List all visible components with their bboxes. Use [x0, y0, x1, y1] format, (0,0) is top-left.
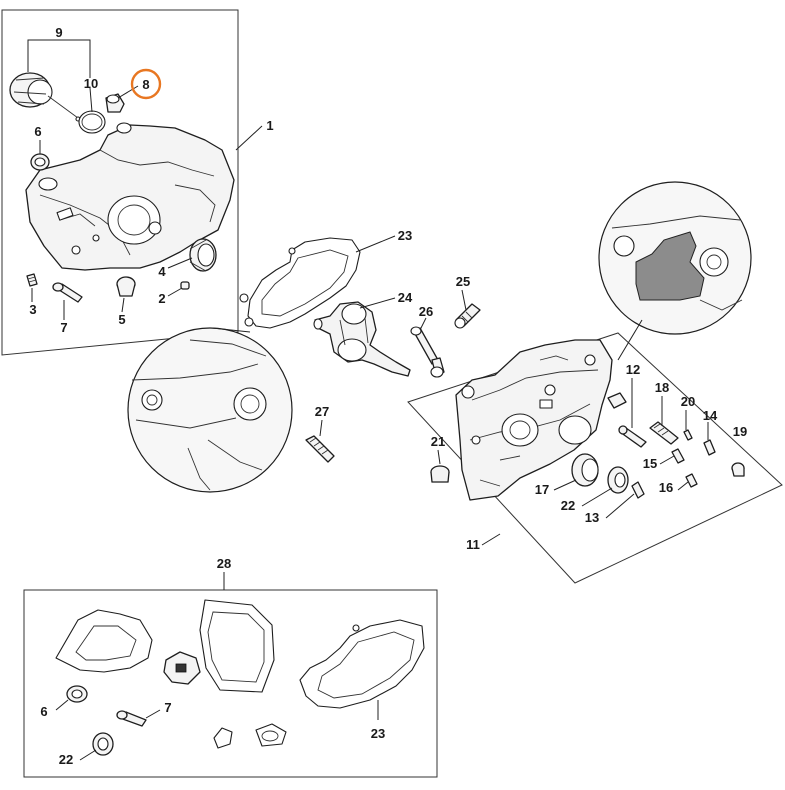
bolt-18 [649, 421, 679, 445]
callout-26[interactable]: 26 [419, 304, 433, 319]
callout-24[interactable]: 24 [398, 290, 413, 305]
callout-28[interactable]: 28 [217, 556, 231, 571]
callout-7-set[interactable]: 7 [164, 700, 171, 715]
bearing-4 [189, 238, 217, 272]
sleeve-5 [116, 276, 136, 297]
fuel-line-26 [410, 326, 445, 378]
callout-13[interactable]: 13 [585, 510, 599, 525]
callout-27[interactable]: 27 [315, 404, 329, 419]
bracket-part [607, 392, 627, 409]
pin-16 [685, 473, 698, 488]
callout-11[interactable]: 11 [466, 537, 480, 552]
callout-19[interactable]: 19 [733, 424, 747, 439]
callout-12[interactable]: 12 [626, 362, 640, 377]
screw-7a [52, 282, 83, 303]
callout-5[interactable]: 5 [118, 312, 125, 327]
plug-8 [105, 93, 125, 113]
gasket-set-crankcase [299, 619, 425, 709]
callout-8[interactable]: 8 [142, 77, 149, 92]
o-ring-10 [78, 110, 106, 134]
screw-13 [631, 481, 645, 499]
detail-zoom-left [127, 327, 293, 493]
oil-pump-assembly [9, 72, 81, 122]
gasket-set-cylinder [199, 599, 275, 693]
stud-27 [305, 435, 335, 463]
callout-22[interactable]: 22 [561, 498, 575, 513]
callout-21[interactable]: 21 [431, 434, 445, 449]
callout-25[interactable]: 25 [456, 274, 470, 289]
callout-9[interactable]: 9 [55, 25, 62, 40]
gasket-set-small-1 [213, 727, 233, 749]
callout-3[interactable]: 3 [29, 302, 36, 317]
callout-18[interactable]: 18 [655, 380, 669, 395]
callout-16[interactable]: 16 [659, 480, 673, 495]
callout-6-set[interactable]: 6 [40, 704, 47, 719]
crankcase-left-half [25, 122, 235, 271]
leader-lines [27, 39, 709, 761]
stud-14 [703, 439, 716, 456]
callout-15[interactable]: 15 [643, 456, 657, 471]
callout-2[interactable]: 2 [158, 291, 165, 306]
bearing-17 [571, 453, 599, 487]
seal-22a [607, 466, 629, 494]
gasket-23 [239, 237, 361, 329]
callout-17[interactable]: 17 [535, 482, 549, 497]
highlight-ring [130, 68, 162, 100]
stud-3 [26, 273, 38, 287]
gasket-set-intake [163, 651, 201, 685]
callout-4[interactable]: 4 [158, 264, 166, 279]
gasket-set-cylinder-base [55, 609, 153, 673]
screw-12 [618, 425, 647, 448]
callout-10[interactable]: 10 [84, 76, 98, 91]
callout-labels: 9 10 8 6 1 4 2 3 7 5 23 24 25 26 27 12 1… [29, 25, 747, 767]
callout-22-set[interactable]: 22 [59, 752, 73, 767]
gasket-set-frame [23, 589, 438, 778]
crankcase-right-half [455, 339, 613, 501]
gasket-set-seal-6 [66, 685, 88, 703]
crankshaft-24 [313, 301, 411, 377]
callout-20[interactable]: 20 [681, 394, 695, 409]
pin-15 [671, 448, 685, 464]
callout-7[interactable]: 7 [60, 320, 67, 335]
callout-23[interactable]: 23 [398, 228, 412, 243]
valve-25 [454, 303, 481, 329]
gasket-set-screw-7 [116, 710, 147, 727]
gasket-set-seal-22 [92, 732, 114, 756]
callout-6[interactable]: 6 [34, 124, 41, 139]
pin-20 [683, 429, 693, 441]
gasket-set-small-2 [255, 723, 287, 747]
callout-14[interactable]: 14 [703, 408, 718, 423]
crankcase-left-frame [1, 9, 239, 356]
pin-2 [180, 281, 190, 290]
callout-23-set[interactable]: 23 [371, 726, 385, 741]
detail-zoom-right [598, 181, 752, 335]
cap-21 [430, 465, 450, 483]
callout-1[interactable]: 1 [266, 118, 273, 133]
seal-6a [30, 153, 50, 171]
sleeve-19 [731, 462, 745, 477]
